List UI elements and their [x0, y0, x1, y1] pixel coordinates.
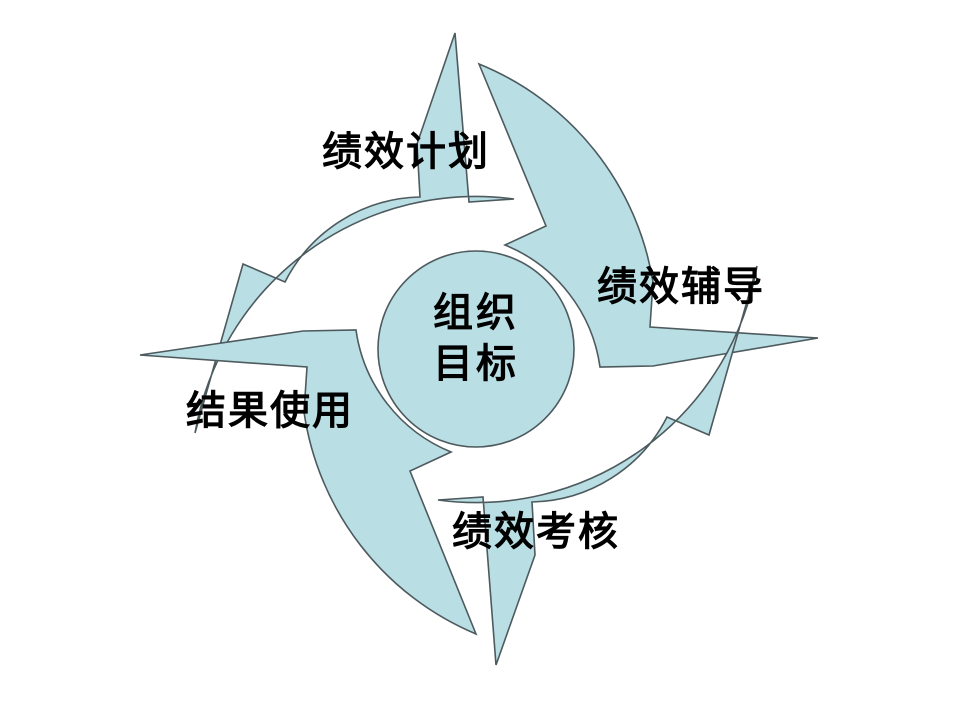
segment-appraisal-shape[interactable]	[437, 265, 758, 666]
center-label-line2: 目标	[433, 341, 519, 388]
segment-coach-shape[interactable]	[477, 62, 819, 368]
center-label-line1: 组织	[433, 290, 519, 336]
arrow-segments	[139, 32, 819, 666]
segment-label-results: 结果使用	[186, 388, 354, 434]
segment-plan-shape[interactable]	[194, 32, 515, 434]
segment-label-appraisal: 绩效考核	[452, 509, 620, 555]
segment-results-shape[interactable]	[139, 329, 478, 636]
segment-label-coach: 绩效辅导	[597, 264, 765, 310]
segment-label-plan: 绩效计划	[322, 129, 490, 175]
center-label: 组织 目标	[378, 288, 574, 390]
center-circle-shape[interactable]	[377, 250, 575, 448]
